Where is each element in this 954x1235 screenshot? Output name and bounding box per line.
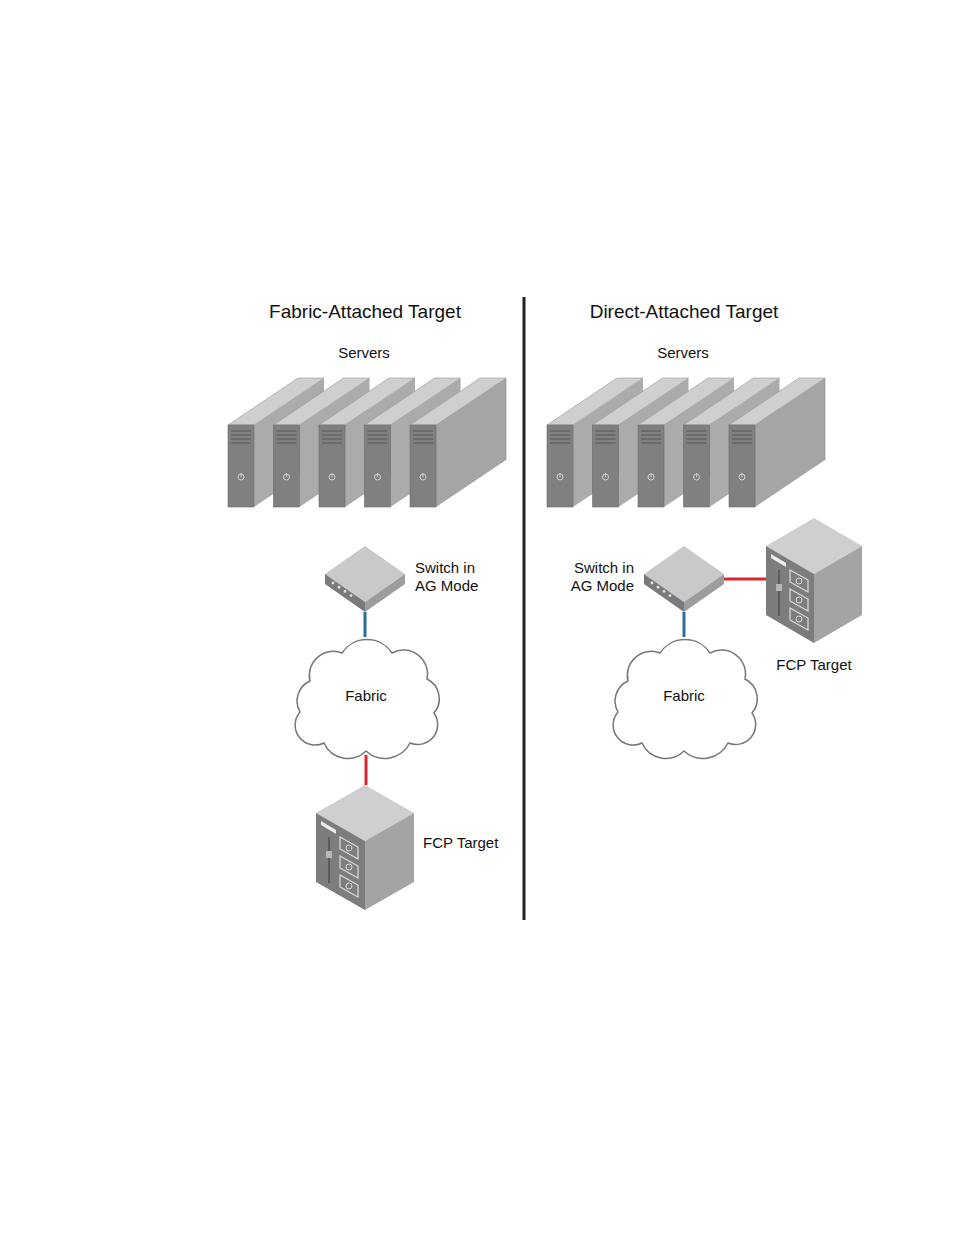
- target-icon: [316, 785, 414, 910]
- fc-link: [683, 612, 686, 637]
- ag-switch: Switch in AG Mode: [644, 546, 724, 612]
- servers-icon: [228, 378, 500, 508]
- panel-heading: Fabric-Attached Target: [269, 301, 461, 323]
- fabric-cloud: Fabric: [282, 637, 450, 755]
- storage-target: FCP Target: [316, 785, 414, 910]
- node-label: FCP Target: [423, 834, 523, 852]
- node-label: Servers: [228, 344, 500, 362]
- fabric-cloud: Fabric: [600, 637, 768, 755]
- node-label: Switch in AG Mode: [554, 559, 634, 595]
- fc-link: [365, 755, 368, 785]
- target-icon: [766, 518, 862, 643]
- fc-link: [724, 578, 766, 581]
- switch-icon: [325, 546, 405, 612]
- servers-icon: [547, 378, 819, 508]
- panel-heading: Direct-Attached Target: [590, 301, 779, 323]
- node-label: Servers: [547, 344, 819, 362]
- server-group: Servers: [547, 378, 819, 508]
- node-label: Fabric: [600, 687, 768, 705]
- panel-divider: [523, 297, 526, 920]
- switch-icon: [644, 546, 724, 612]
- storage-target: FCP Target: [766, 518, 862, 643]
- node-label: FCP Target: [746, 656, 882, 674]
- fc-link: [364, 612, 367, 637]
- node-label: Switch in AG Mode: [415, 559, 495, 595]
- server-group: Servers: [228, 378, 500, 508]
- ag-switch: Switch in AG Mode: [325, 546, 405, 612]
- node-label: Fabric: [282, 687, 450, 705]
